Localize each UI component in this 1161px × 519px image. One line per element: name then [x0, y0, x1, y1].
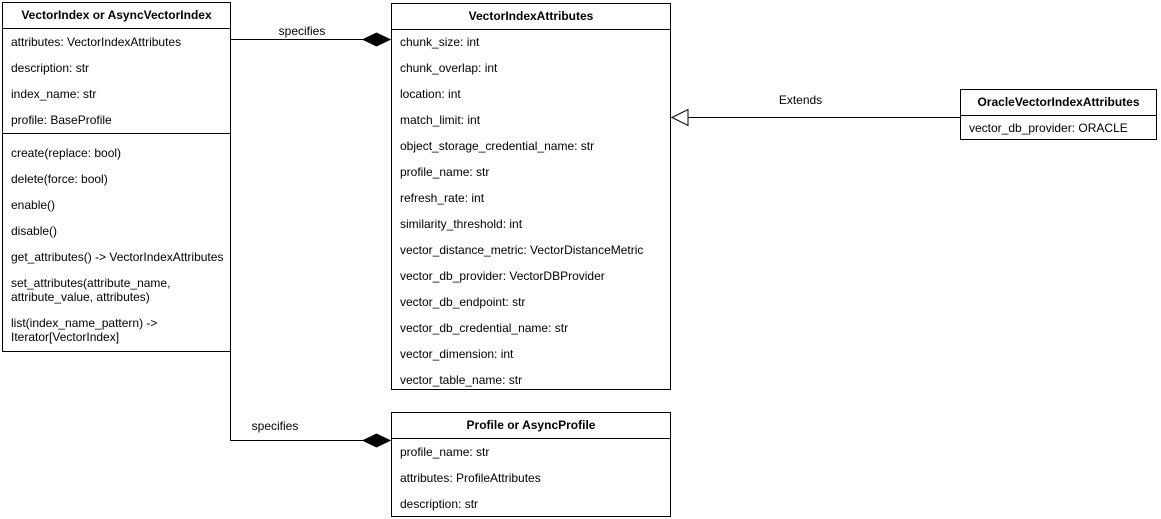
- method-row: delete(force: bool): [11, 172, 108, 186]
- attribute-row: object_storage_credential_name: str: [400, 139, 595, 153]
- attributes-section: profile_name: str attributes: ProfileAtt…: [392, 439, 670, 515]
- composition-diamond-icon: [361, 433, 392, 448]
- specifies-profile-line: [230, 352, 364, 441]
- attribute-row: profile_name: str: [400, 445, 490, 459]
- class-title: VectorIndexAttributes: [392, 4, 670, 30]
- attribute-row: description: str: [400, 497, 479, 511]
- attribute-row: match_limit: int: [400, 113, 481, 127]
- composition-diamond-icon: [361, 32, 392, 47]
- methods-section: create(replace: bool) delete(force: bool…: [3, 134, 230, 348]
- attribute-row: attributes: ProfileAttributes: [400, 471, 541, 485]
- attribute-row: chunk_overlap: int: [400, 61, 498, 75]
- attribute-row: description: str: [11, 61, 90, 75]
- inheritance-arrow-icon: [670, 108, 689, 127]
- attribute-row: vector_db_provider: VectorDBProvider: [400, 269, 605, 283]
- attribute-row: vector_db_provider: ORACLE: [969, 121, 1128, 135]
- method-row: get_attributes() -> VectorIndexAttribute…: [11, 250, 224, 264]
- attribute-row: vector_db_credential_name: str: [400, 321, 569, 335]
- attributes-section: chunk_size: int chunk_overlap: int locat…: [392, 30, 670, 391]
- attributes-section: attributes: VectorIndexAttributes descri…: [3, 29, 230, 134]
- method-row: create(replace: bool): [11, 146, 122, 160]
- attribute-row: vector_dimension: int: [400, 347, 514, 361]
- edge-label-extends: Extends: [758, 93, 843, 107]
- attribute-row: location: int: [400, 87, 461, 101]
- attribute-row: chunk_size: int: [400, 35, 480, 49]
- attribute-row: profile_name: str: [400, 165, 490, 179]
- attribute-row: refresh_rate: int: [400, 191, 485, 205]
- method-row: disable(): [11, 224, 58, 238]
- method-row: list(index_name_pattern) -> Iterator[Vec…: [11, 316, 158, 344]
- attribute-row: similarity_threshold: int: [400, 217, 523, 231]
- edge-label-specifies: specifies: [262, 24, 342, 38]
- class-title: OracleVectorIndexAttributes: [961, 90, 1156, 116]
- edge-label-specifies: specifies: [235, 419, 315, 433]
- class-box-oracle-vector-index-attributes: OracleVectorIndexAttributes vector_db_pr…: [960, 89, 1157, 140]
- attributes-section: vector_db_provider: ORACLE: [961, 116, 1156, 139]
- class-title: Profile or AsyncProfile: [392, 413, 670, 439]
- attribute-row: profile: BaseProfile: [11, 113, 112, 127]
- method-row: set_attributes(attribute_name, attribute…: [11, 276, 171, 304]
- class-box-profile: Profile or AsyncProfile profile_name: st…: [391, 412, 671, 517]
- attribute-row: vector_distance_metric: VectorDistanceMe…: [400, 243, 644, 257]
- class-title: VectorIndex or AsyncVectorIndex: [3, 3, 230, 29]
- attribute-row: index_name: str: [11, 87, 97, 101]
- attribute-row: vector_db_endpoint: str: [400, 295, 526, 309]
- method-row: enable(): [11, 198, 56, 212]
- class-box-vector-index-attributes: VectorIndexAttributes chunk_size: int ch…: [391, 3, 671, 390]
- attribute-row: attributes: VectorIndexAttributes: [11, 35, 182, 49]
- class-box-vector-index: VectorIndex or AsyncVectorIndex attribut…: [2, 2, 231, 352]
- attribute-row: vector_table_name: str: [400, 373, 523, 387]
